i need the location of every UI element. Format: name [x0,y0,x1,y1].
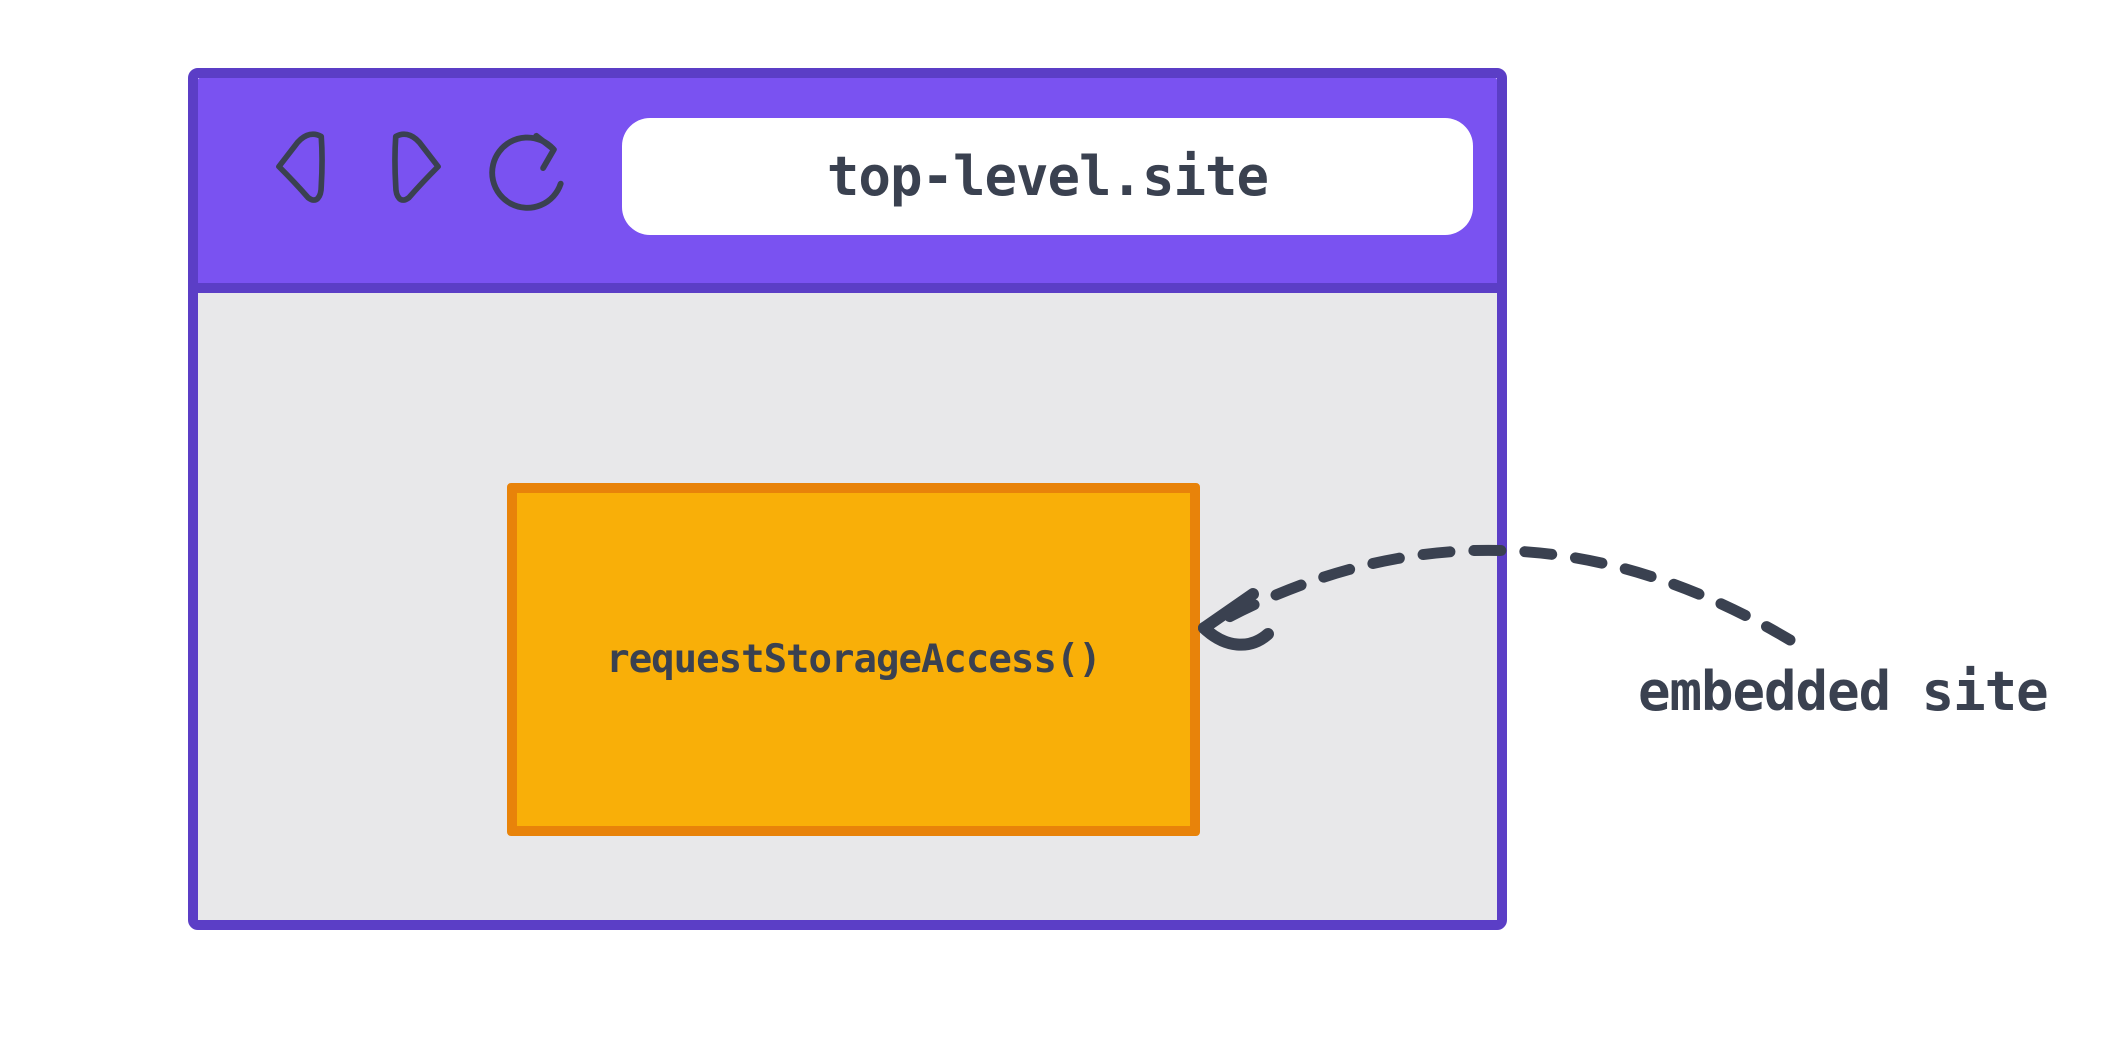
page-content: requestStorageAccess() [198,293,1497,920]
browser-toolbar: top-level.site [198,78,1497,293]
refresh-icon [489,132,564,211]
embedded-iframe[interactable]: requestStorageAccess() [507,483,1200,836]
browser-window: top-level.site requestStorageAccess() [188,68,1507,930]
dashed-arrow-icon [1198,544,1796,651]
embedded-site-label: embedded site [1638,660,2049,723]
back-icon [276,131,325,203]
forward-button[interactable] [387,128,444,207]
annotation-arrow [1150,460,1850,720]
back-button[interactable] [273,128,330,207]
forward-icon [392,131,441,203]
url-text: top-level.site [826,145,1269,208]
refresh-button[interactable] [487,130,568,212]
address-bar[interactable]: top-level.site [622,118,1473,235]
api-call-label: requestStorageAccess() [606,637,1102,682]
